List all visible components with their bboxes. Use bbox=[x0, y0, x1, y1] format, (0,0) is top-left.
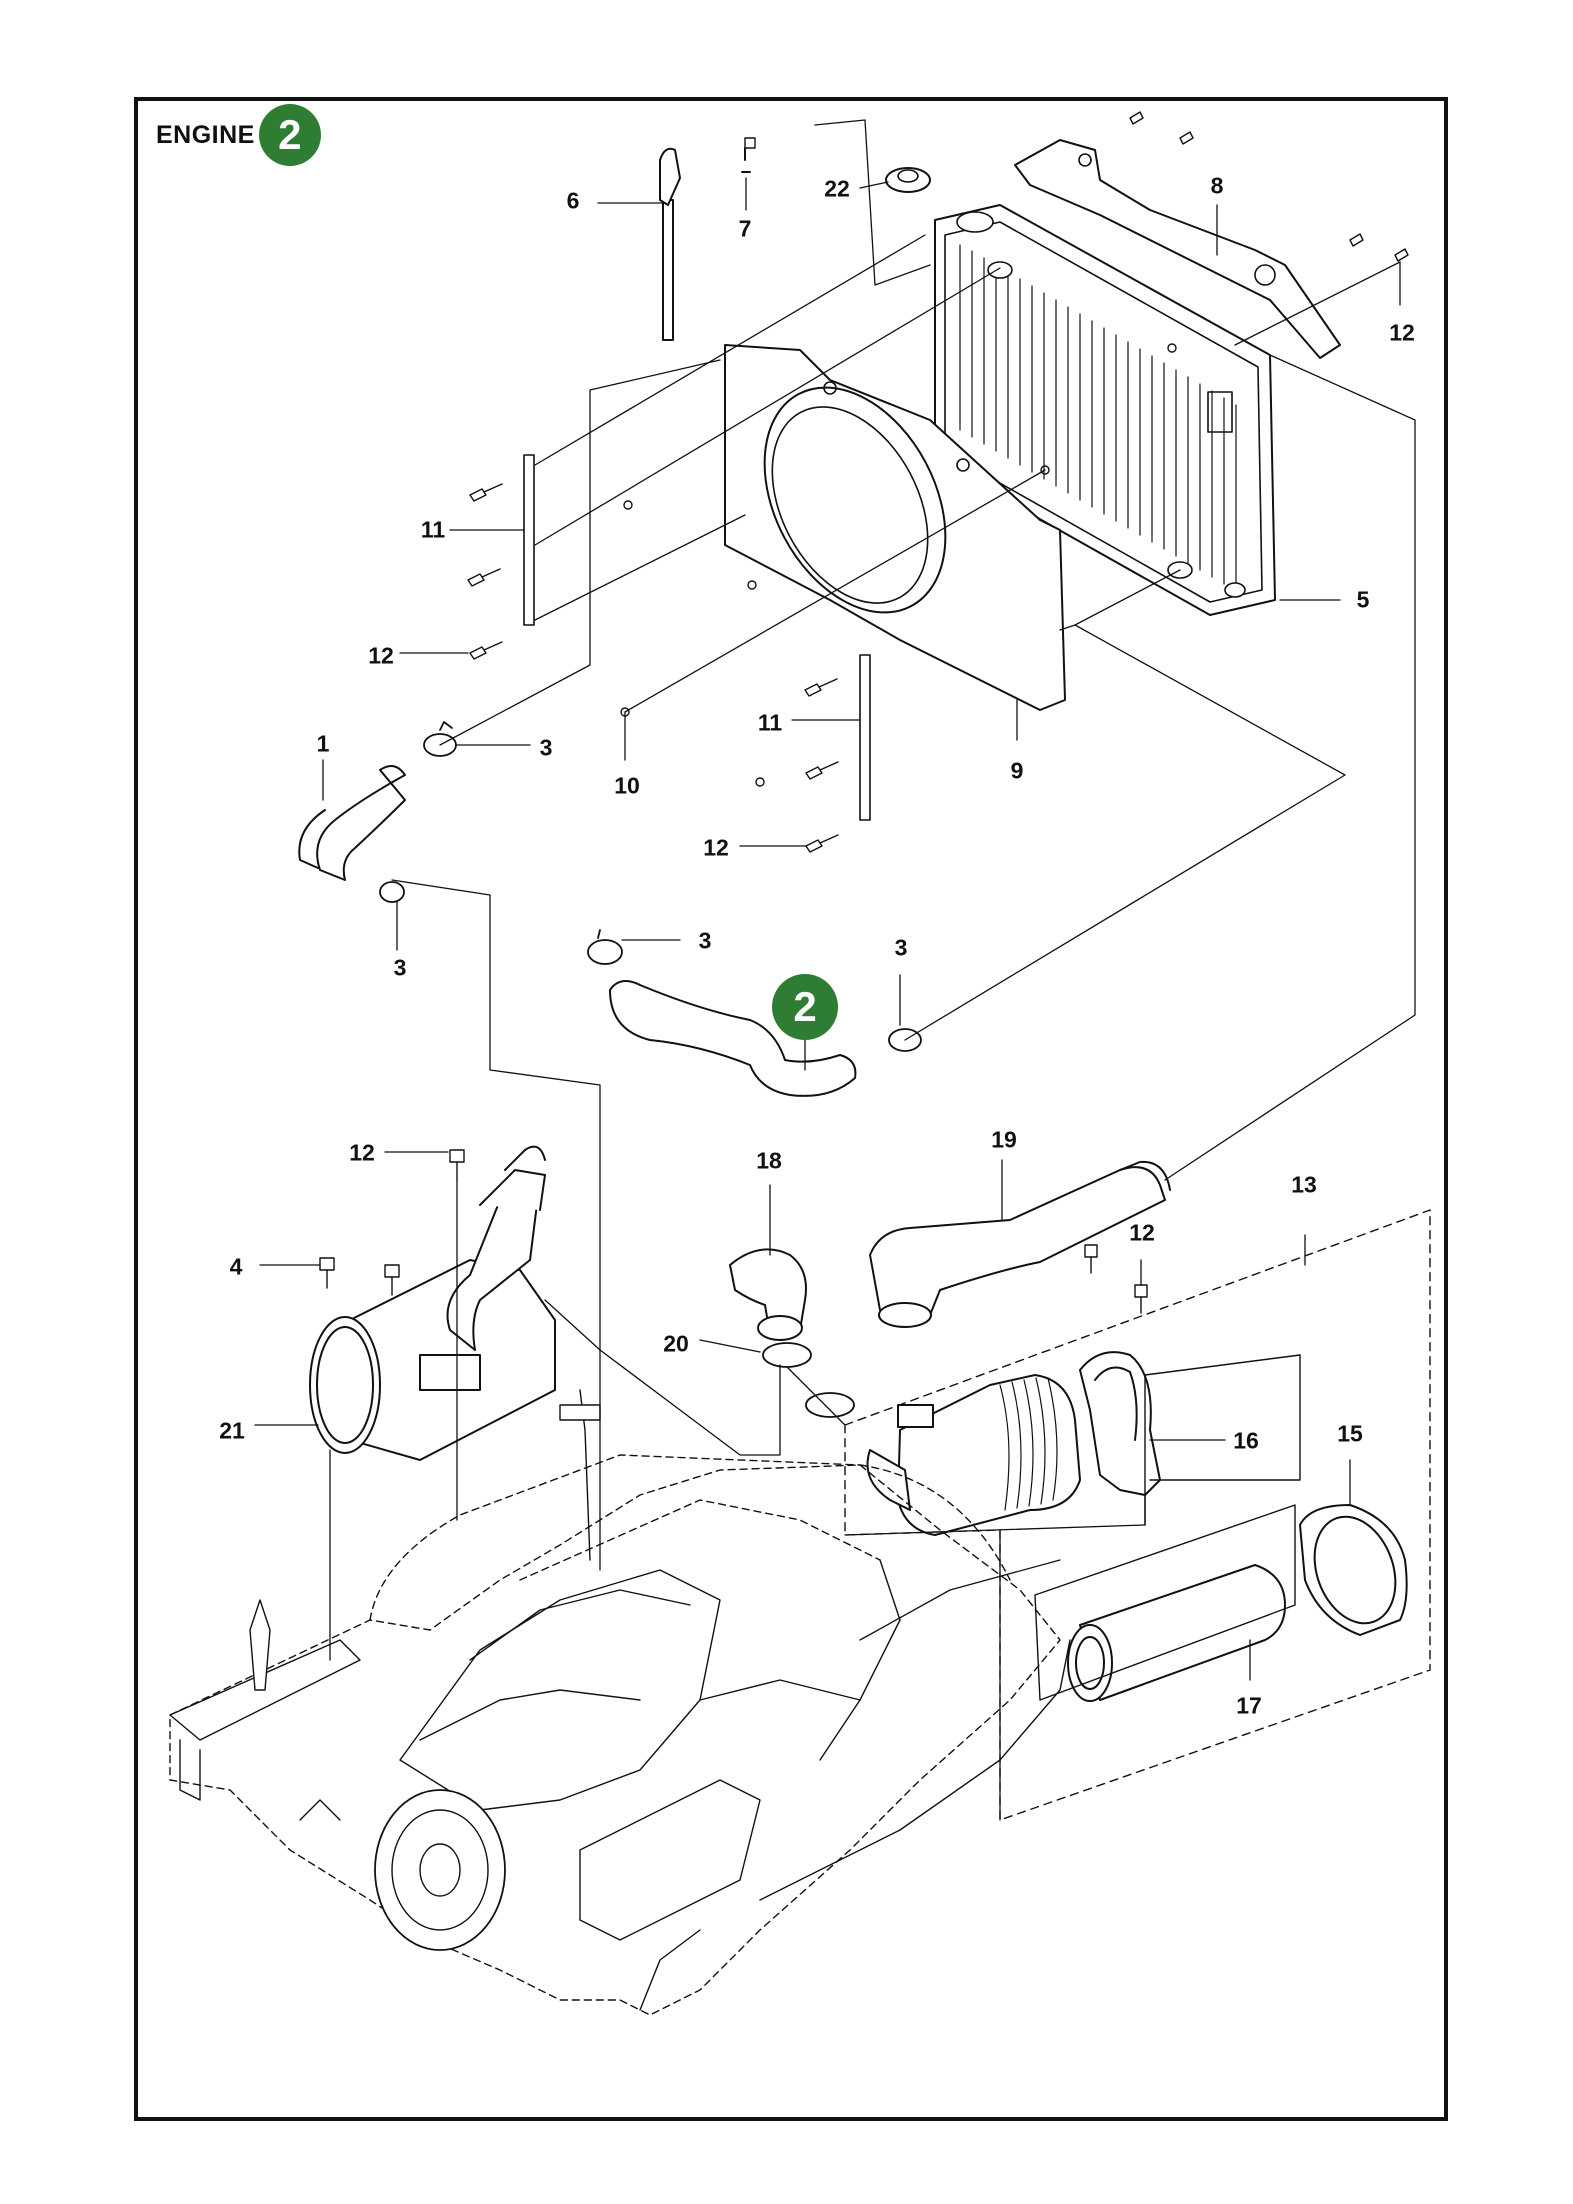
radiator-top-bracket bbox=[1014, 139, 1341, 359]
part-label-19: 19 bbox=[991, 1126, 1017, 1153]
part-label-7: 7 bbox=[738, 215, 752, 242]
part-label-5: 5 bbox=[1356, 586, 1370, 613]
air-filter-housing bbox=[866, 1374, 1081, 1536]
part-label-12-middle: 12 bbox=[1129, 1219, 1155, 1246]
intake-hose bbox=[869, 1160, 1171, 1328]
part-label-3-middle: 3 bbox=[698, 927, 712, 954]
radiator bbox=[934, 204, 1276, 616]
assembly-outlines bbox=[844, 1209, 1431, 1821]
side-bracket-upper bbox=[523, 454, 535, 626]
part-label-8: 8 bbox=[1210, 172, 1224, 199]
group-boxes bbox=[1034, 1354, 1301, 1701]
diagram-frame bbox=[134, 97, 1448, 2121]
part-label-12-upper: 12 bbox=[368, 642, 394, 669]
part-label-21: 21 bbox=[219, 1417, 245, 1444]
upper-hose-callout-badge: 2 bbox=[772, 974, 838, 1040]
muffler bbox=[309, 1145, 556, 1461]
clamp-20 bbox=[762, 1342, 855, 1418]
part-label-9: 9 bbox=[1010, 757, 1024, 784]
upper-hose bbox=[609, 980, 857, 1097]
side-bracket-lower bbox=[859, 654, 871, 821]
part-label-12-top-right: 12 bbox=[1389, 319, 1415, 346]
part-label-16: 16 bbox=[1233, 1427, 1259, 1454]
part-label-11-lower: 11 bbox=[757, 709, 783, 736]
part-label-15: 15 bbox=[1337, 1420, 1363, 1447]
part-label-1: 1 bbox=[316, 730, 330, 757]
radiator-cap bbox=[885, 167, 931, 193]
part-label-20: 20 bbox=[663, 1330, 689, 1357]
part-label-17: 17 bbox=[1236, 1692, 1262, 1719]
section-badge: 2 bbox=[258, 104, 321, 166]
filter-end-cap bbox=[1299, 1504, 1408, 1636]
overflow-tube bbox=[659, 147, 751, 341]
part-label-11-upper: 11 bbox=[420, 516, 446, 543]
filter-bracket bbox=[1079, 1351, 1161, 1496]
section-title: ENGINE bbox=[156, 120, 255, 149]
engine-chassis bbox=[169, 1389, 1071, 2016]
fan-shroud bbox=[724, 344, 1066, 711]
part-label-3-upper: 3 bbox=[539, 734, 553, 761]
lower-hose bbox=[298, 765, 406, 881]
part-label-13: 13 bbox=[1291, 1171, 1317, 1198]
part-label-12-left: 12 bbox=[349, 1139, 375, 1166]
part-label-12-lower: 12 bbox=[703, 834, 729, 861]
part-label-3-right: 3 bbox=[894, 934, 908, 961]
filter-element bbox=[1067, 1564, 1286, 1702]
bolts bbox=[319, 111, 1409, 1314]
part-label-10: 10 bbox=[614, 772, 640, 799]
part-label-22: 22 bbox=[824, 175, 850, 202]
elbow-hose bbox=[729, 1248, 807, 1341]
part-label-4: 4 bbox=[229, 1253, 243, 1280]
part-label-6: 6 bbox=[566, 187, 580, 214]
leader-lines bbox=[254, 119, 1416, 1821]
part-label-18: 18 bbox=[756, 1147, 782, 1174]
page-header: ENGINE 2 bbox=[156, 104, 321, 166]
part-label-3-left: 3 bbox=[393, 954, 407, 981]
